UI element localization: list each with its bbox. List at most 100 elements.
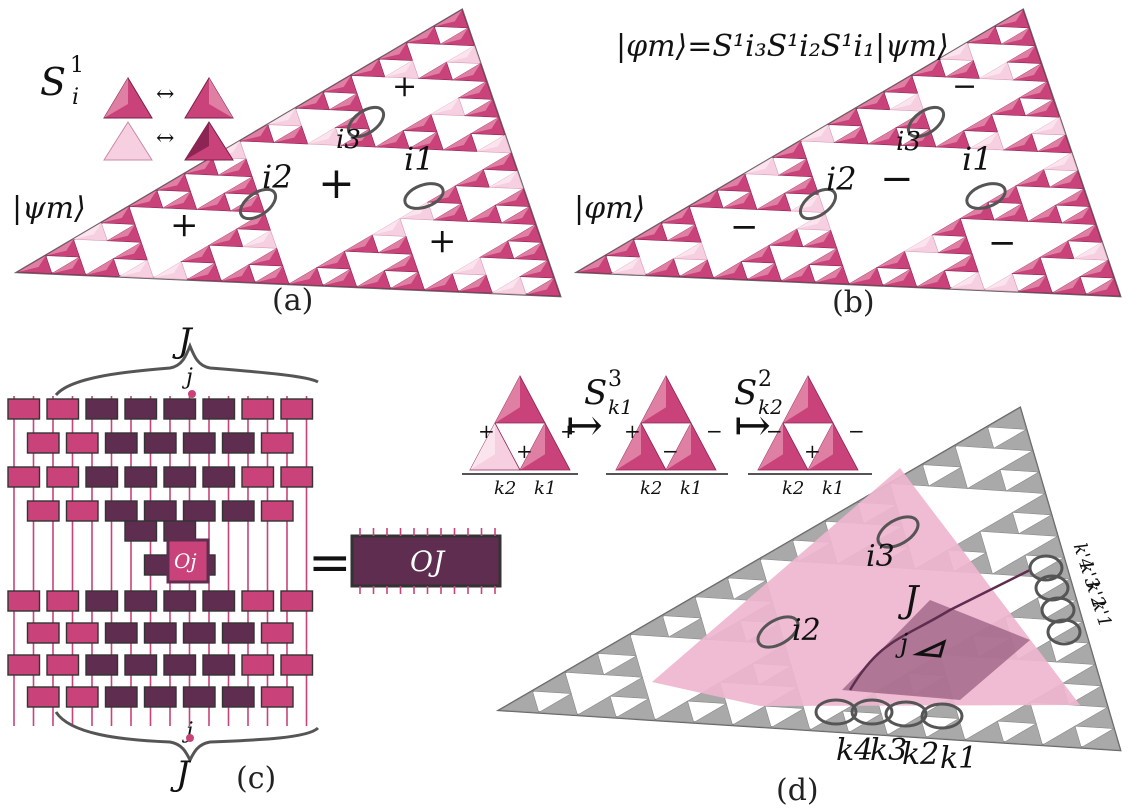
sierpinski-cell	[693, 577, 735, 600]
sierpinski-cell-facet	[904, 234, 933, 252]
site-ring-d-i2	[756, 615, 800, 649]
small-cell-facet	[641, 376, 666, 423]
sierpinski-cell	[986, 407, 1027, 430]
k1-label: k1	[680, 478, 702, 499]
site-ring-b-i3	[906, 105, 946, 139]
sierpinski-cell-facet	[667, 224, 696, 241]
operator-S2-sub: k2	[758, 395, 783, 419]
small-cell-facet	[470, 423, 495, 470]
sierpinski-cell	[537, 693, 578, 716]
sierpinski-cell	[726, 558, 767, 581]
site-label-d-i2: i2	[792, 613, 821, 648]
panel-b: |φm⟩=S¹i₃S¹i₂S¹i₁|ψm⟩ |φm⟩ − − − − i2 i3…	[573, 8, 1122, 320]
unitary-gate	[143, 500, 177, 522]
unitary-gate	[124, 520, 158, 542]
sierpinski-cell-facet	[249, 248, 277, 265]
site-ring-a-i2	[238, 187, 278, 221]
label-J-bottom: J	[170, 754, 192, 794]
site-label-a-i1: i1	[404, 140, 435, 178]
operator-S2: S	[734, 373, 757, 413]
sierpinski-cell-facet	[781, 264, 810, 281]
sierpinski-cell-facet	[162, 191, 191, 208]
sign-label: −	[766, 419, 783, 443]
sierpinski-cell-facet	[757, 193, 785, 210]
sierpinski-cell-facet	[803, 230, 831, 247]
legend-triangle-2-facet	[209, 78, 233, 118]
sierpinski-cell-facet	[443, 133, 471, 150]
unitary-gate	[85, 466, 119, 488]
sierpinski-cell-facet	[273, 126, 302, 143]
site-label-b-i1: i1	[962, 140, 993, 178]
sierpinski-cell-facet	[18, 255, 46, 272]
sierpinski-cell-facet	[939, 42, 968, 60]
sierpinski-cell-facet	[431, 97, 459, 115]
sierpinski-cell-facet	[772, 141, 801, 158]
unitary-gate	[46, 654, 80, 676]
sierpinski-cell	[615, 698, 656, 721]
sierpinski-cell-facet	[513, 242, 542, 259]
unitary-gate	[280, 466, 314, 488]
label-j-top: j	[181, 365, 193, 390]
sierpinski-cell-facet	[452, 63, 481, 80]
sierpinski-cell-facet	[849, 267, 877, 284]
sierpinski-cell-facet	[896, 111, 924, 128]
sierpinski-cell-facet	[51, 257, 80, 274]
sierpinski-cell-facet	[938, 236, 967, 253]
sierpinski-cell-facet	[440, 27, 469, 45]
site-ring-d-k2	[884, 700, 928, 728]
sierpinski-cell	[966, 469, 1007, 492]
sierpinski-cell-facet	[661, 206, 690, 223]
sierpinski-cell	[602, 655, 643, 678]
brick-circuit	[7, 396, 314, 726]
sierpinski-cell-facet	[1061, 206, 1090, 223]
sierpinski-cell-facet	[390, 272, 419, 289]
sierpinski-cell-facet	[988, 185, 1016, 203]
operator-S2-sup: 2	[758, 367, 772, 392]
brace-bottom	[54, 711, 320, 764]
unitary-gate	[163, 654, 197, 676]
sierpinski-cell-facet	[221, 264, 249, 281]
sierpinski-cell	[992, 428, 1033, 452]
sign-label: −	[662, 439, 679, 463]
sierpinski-cell-facet	[784, 176, 813, 194]
unitary-gate	[26, 500, 60, 522]
unitary-gate	[124, 398, 158, 420]
sierpinski-cell-facet	[645, 258, 674, 275]
sierpinski-cell-facet	[526, 278, 554, 295]
sierpinski-cell-facet	[890, 93, 918, 110]
site-ring-d-k4	[814, 698, 858, 726]
legend-swap-row-1: ↔	[103, 77, 234, 119]
sierpinski-cell-facet	[945, 60, 974, 77]
sierpinski-cell	[667, 617, 708, 640]
sierpinski-cell-facet	[489, 170, 518, 188]
panel-c: J j Oj j J = OJ (c)	[7, 321, 502, 796]
sierpinski-cell-facet	[883, 75, 912, 92]
sierpinski-cell-facet	[218, 158, 247, 176]
sierpinski-cell-facet	[181, 245, 209, 262]
small-cell-facet	[666, 423, 691, 470]
unitary-gate	[26, 432, 60, 454]
unitary-gate	[260, 686, 294, 708]
unitary-gate	[202, 590, 236, 612]
sierpinski-cell	[963, 720, 1005, 743]
small-cell-facet	[808, 423, 833, 470]
sierpinski-cell-facet	[129, 190, 157, 207]
sierpinski-cell	[1005, 471, 1046, 494]
site-ring-b-i2	[798, 187, 838, 221]
unitary-gate	[26, 622, 60, 644]
sierpinski-cell-facet	[467, 205, 496, 222]
unitary-gate	[124, 590, 158, 612]
unitary-gate	[124, 466, 158, 488]
k2-label: k2	[782, 478, 804, 499]
unitary-gate	[85, 590, 119, 612]
sierpinski-a	[16, 9, 561, 297]
site-ring-a-i3	[346, 105, 386, 139]
sierpinski-cell-facet	[495, 188, 524, 206]
sierpinski-cell-facet	[307, 127, 336, 144]
operator-S-a: S	[40, 60, 66, 104]
sierpinski-cell-facet	[868, 127, 897, 144]
site-ring-d-kp1	[1046, 618, 1082, 646]
sierpinski-b	[576, 9, 1121, 297]
sierpinski-cell	[1073, 706, 1115, 729]
sierpinski-cell-facet	[477, 135, 505, 152]
